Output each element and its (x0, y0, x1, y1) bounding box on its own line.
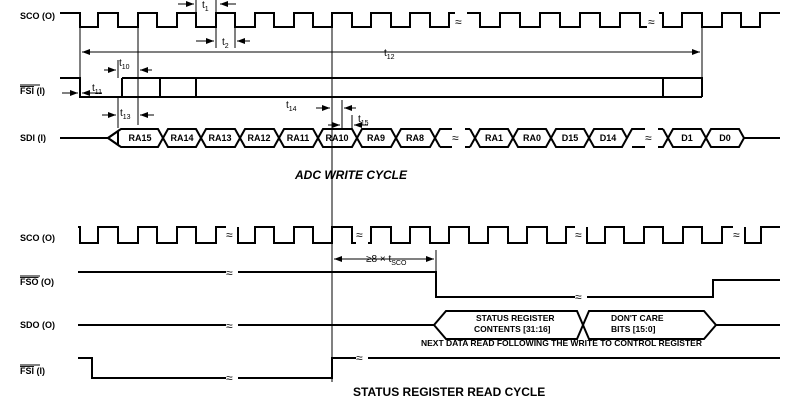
adc-write-cycle: SCO (O) FSI (I) SDI (I) ≈ ≈ ≈ ≈ RA15 RA14… (20, 0, 780, 382)
fsi-dir: (I) (34, 86, 45, 96)
status-contents-line2: CONTENTS [31:16] (474, 324, 551, 334)
t14-label: t14 (286, 100, 297, 113)
dontcare-line1: DON'T CARE (611, 313, 664, 323)
t2-label: t2 (222, 37, 229, 50)
sdi-break-2: ≈ (645, 131, 652, 145)
t1-label: t1 (202, 0, 209, 13)
t15-label: t15 (358, 114, 369, 127)
sco2-break-2: ≈ (356, 228, 363, 242)
sdi-bit-ra13: RA13 (208, 133, 231, 143)
dontcare-line2: BITS [15:0] (611, 324, 656, 334)
fsi2-label: FSI (I) (20, 366, 45, 376)
sco-label: SCO (O) (20, 11, 55, 21)
fsi2-name: FSI (20, 366, 34, 376)
adc-write-title: ADC WRITE CYCLE (294, 168, 408, 182)
fsi-waveform (60, 77, 703, 98)
sdi-bit-ra9: RA9 (367, 133, 385, 143)
fso-break-1: ≈ (226, 266, 233, 280)
sdi-bus-hex (106, 128, 780, 148)
sco-break: ≈ (455, 15, 462, 29)
sdi-bit-ra12: RA12 (247, 133, 270, 143)
delay-label: ≥8 × tSCO (366, 254, 407, 267)
fso-waveform (78, 271, 780, 298)
sco2-waveform (78, 226, 780, 244)
status-read-cycle: SCO (O) FSO (O) SDO (O) FSI (I) ≈ ≈ ≈ ≈ … (20, 226, 780, 399)
t10-label: t10 (119, 58, 130, 71)
fsi2-break-1: ≈ (226, 371, 233, 385)
sco-waveform (60, 12, 780, 28)
timing-annotations: t1 t2 t12 t10 t11 (62, 0, 703, 382)
fsi2-break-2: ≈ (356, 351, 363, 365)
sco-break-2: ≈ (648, 15, 655, 29)
t12-label: t12 (384, 48, 395, 61)
sdi-bit-ra0: RA0 (523, 133, 541, 143)
sdi-bit-ra11: RA11 (287, 133, 310, 143)
fso-dir: (O) (39, 277, 55, 287)
sdi-bit-d1: D1 (681, 133, 693, 143)
status-contents-line1: STATUS REGISTER (476, 313, 555, 323)
sdi-bit-d0: D0 (719, 133, 731, 143)
sco2-label: SCO (O) (20, 233, 55, 243)
sdi-bit-d15: D15 (562, 133, 579, 143)
sdi-bit-ra1: RA1 (485, 133, 503, 143)
sdi-break: ≈ (452, 131, 459, 145)
fso-break-2: ≈ (575, 290, 582, 304)
t13-label: t13 (120, 108, 131, 121)
fsi2-dir: (I) (34, 366, 45, 376)
fso-label: FSO (O) (20, 277, 54, 287)
sdo-label: SDO (O) (20, 320, 55, 330)
fsi-name: FSI (20, 86, 34, 96)
fso-name: FSO (20, 277, 39, 287)
sdi-bit-ra10: RA10 (325, 133, 348, 143)
sdo-waveform (78, 310, 780, 340)
next-read-note: NEXT DATA READ FOLLOWING THE WRITE TO CO… (421, 338, 702, 348)
sco2-break-4: ≈ (733, 228, 740, 242)
sdi-bit-d14: D14 (600, 133, 617, 143)
sco2-break-3: ≈ (575, 228, 582, 242)
fsi-label: FSI (I) (20, 86, 45, 96)
sco2-break-1: ≈ (226, 228, 233, 242)
status-read-title: STATUS REGISTER READ CYCLE (353, 385, 545, 399)
fsi2-waveform (78, 357, 780, 379)
sdi-bit-ra14: RA14 (170, 133, 193, 143)
sdi-bit-ra8: RA8 (406, 133, 424, 143)
sdi-bit-ra15: RA15 (128, 133, 151, 143)
sdi-label: SDI (I) (20, 133, 46, 143)
sdo-break: ≈ (226, 319, 233, 333)
t11-label: t11 (92, 83, 102, 96)
sdi-bus: ≈ ≈ RA15 RA14 RA13 RA12 RA11 RA10 RA9 RA8 RA1 RA0… (60, 128, 780, 148)
